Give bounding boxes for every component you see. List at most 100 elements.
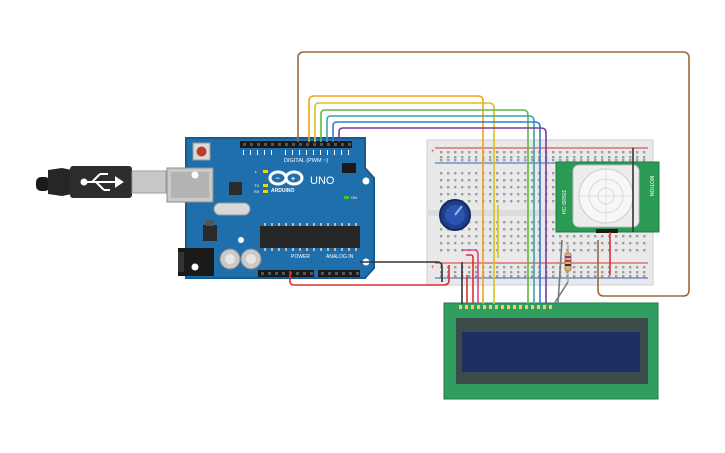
breadboard-hole [461, 186, 464, 189]
pir-dome-icon [578, 168, 634, 224]
breadboard-hole [573, 151, 576, 154]
breadboard-hole [531, 179, 534, 182]
breadboard-hole [531, 228, 534, 231]
breadboard-hole [580, 151, 583, 154]
breadboard-hole [475, 228, 478, 231]
breadboard-hole [468, 271, 471, 274]
breadboard-hole [580, 159, 583, 162]
lcd-pin [459, 305, 462, 309]
breadboard-hole [615, 235, 618, 238]
breadboard-hole [496, 172, 499, 175]
breadboard-hole [468, 266, 471, 269]
breadboard-hole [510, 200, 513, 203]
breadboard-hole [503, 193, 506, 196]
breadboard-hole [496, 275, 499, 278]
breadboard-hole [552, 186, 555, 189]
breadboard-hole [524, 156, 527, 159]
wire-purple [338, 127, 547, 304]
breadboard-hole [440, 200, 443, 203]
rail-plus-marker: + [431, 149, 435, 155]
breadboard-hole [531, 242, 534, 245]
lcd-pin [483, 305, 486, 309]
analog-header [318, 270, 360, 277]
breadboard-hole [559, 151, 562, 154]
breadboard-hole [531, 151, 534, 154]
breadboard-hole [531, 249, 534, 252]
breadboard-hole [489, 179, 492, 182]
wire-green [320, 109, 529, 304]
breadboard-hole [454, 235, 457, 238]
breadboard-hole [517, 235, 520, 238]
breadboard-hole [587, 266, 590, 269]
breadboard-hole [517, 193, 520, 196]
smd-part [238, 237, 244, 243]
lcd-pin-header [459, 305, 552, 309]
breadboard-hole [531, 221, 534, 224]
breadboard-hole [580, 271, 583, 274]
breadboard-hole [622, 156, 625, 159]
breadboard-hole [573, 271, 576, 274]
breadboard-hole [566, 159, 569, 162]
wires [289, 51, 690, 305]
lcd-pin [471, 305, 474, 309]
breadboard-hole [517, 228, 520, 231]
breadboard-hole [601, 151, 604, 154]
breadboard-hole [573, 159, 576, 162]
breadboard-hole [496, 159, 499, 162]
breadboard-hole [559, 249, 562, 252]
breadboard-hole [580, 249, 583, 252]
breadboard-hole [552, 266, 555, 269]
breadboard-hole [440, 186, 443, 189]
breadboard-hole [601, 159, 604, 162]
breadboard-hole [524, 235, 527, 238]
breadboard-hole [475, 156, 478, 159]
breadboard-hole [475, 193, 478, 196]
breadboard-hole [496, 151, 499, 154]
breadboard-hole [643, 235, 646, 238]
resistor-band [565, 264, 571, 266]
breadboard-hole [440, 159, 443, 162]
breadboard-hole [559, 159, 562, 162]
breadboard-hole [461, 193, 464, 196]
breadboard-hole [524, 159, 527, 162]
breadboard-hole [629, 271, 632, 274]
breadboard-hole [524, 221, 527, 224]
breadboard-hole [503, 228, 506, 231]
breadboard-hole [524, 249, 527, 252]
breadboard-hole [594, 266, 597, 269]
breadboard-hole [503, 249, 506, 252]
breadboard-hole [440, 151, 443, 154]
breadboard-hole [587, 271, 590, 274]
breadboard-hole [454, 179, 457, 182]
breadboard-hole [454, 156, 457, 159]
lcd-pin [507, 305, 510, 309]
breadboard-hole [566, 271, 569, 274]
breadboard-hole [447, 193, 450, 196]
breadboard-hole [510, 249, 513, 252]
breadboard-hole [643, 156, 646, 159]
breadboard-hole [496, 200, 499, 203]
breadboard-hole [510, 172, 513, 175]
wire-black [360, 261, 443, 282]
breadboard-hole [503, 156, 506, 159]
breadboard-hole [552, 275, 555, 278]
breadboard-hole [594, 242, 597, 245]
breadboard-hole [524, 200, 527, 203]
breadboard-hole [524, 266, 527, 269]
lcd-pin [501, 305, 504, 309]
arduino-logo-plus: + [291, 176, 295, 183]
breadboard-hole [440, 228, 443, 231]
breadboard-hole [468, 242, 471, 245]
breadboard-hole [587, 156, 590, 159]
breadboard-hole [510, 193, 513, 196]
wire-brown [297, 51, 690, 297]
breadboard-hole [468, 156, 471, 159]
lcd-pin [495, 305, 498, 309]
breadboard-hole [594, 156, 597, 159]
breadboard-hole [440, 172, 443, 175]
breadboard-hole [552, 156, 555, 159]
breadboard-hole [517, 249, 520, 252]
breadboard-hole [489, 275, 492, 278]
atmega-chip [260, 226, 360, 248]
breadboard-hole [447, 186, 450, 189]
